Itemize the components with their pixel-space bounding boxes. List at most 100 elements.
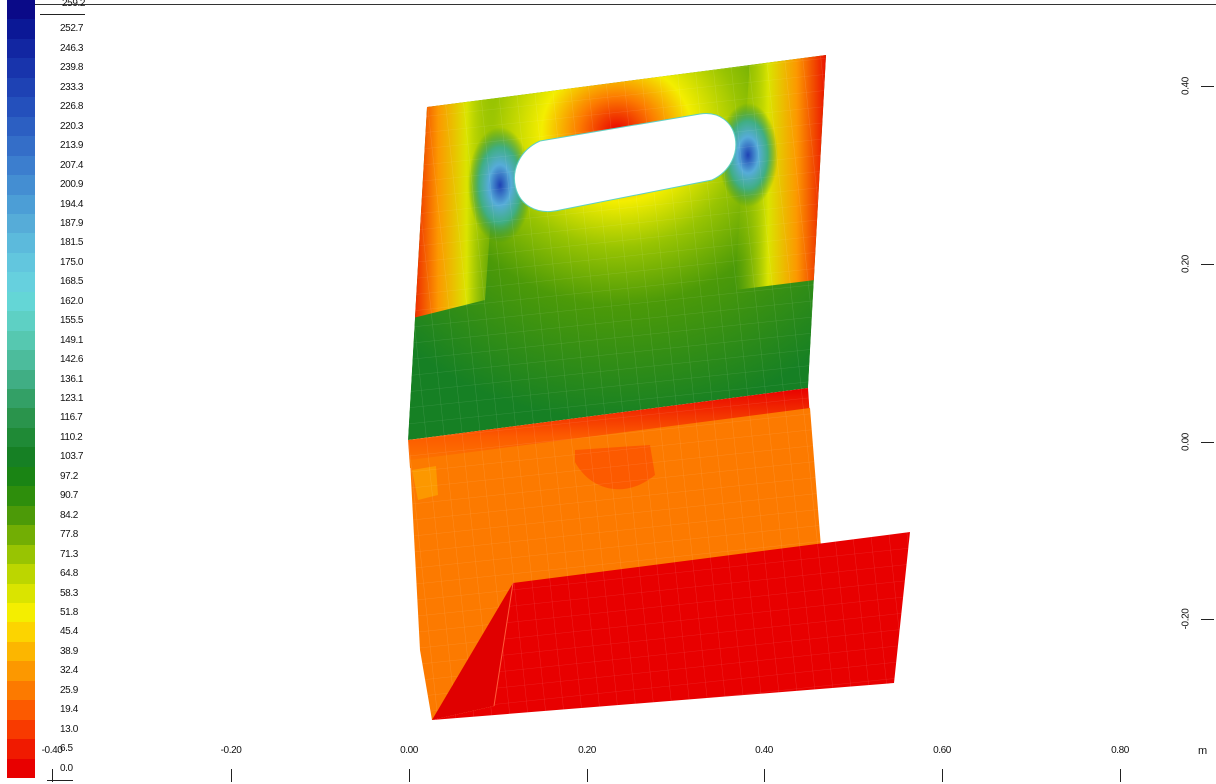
legend-label: 136.1 — [60, 373, 84, 385]
legend-swatch — [7, 739, 35, 760]
legend-swatch — [7, 447, 35, 468]
legend-label: 149.1 — [60, 334, 84, 346]
x-tick-label: 0.60 — [933, 745, 951, 756]
legend-label: 226.8 — [60, 101, 84, 113]
legend-swatch — [7, 38, 35, 59]
legend-label: 90.7 — [60, 490, 78, 502]
legend-swatch — [7, 233, 35, 254]
slot-hole — [514, 113, 737, 213]
legend-swatch — [7, 427, 35, 448]
legend-swatch — [7, 194, 35, 215]
x-tick-label: 0.00 — [400, 745, 418, 756]
x-tick-mark — [1120, 769, 1121, 782]
x-tick-label: 0.20 — [578, 745, 596, 756]
legend-swatch — [7, 19, 35, 40]
x-tick-mark — [587, 769, 588, 782]
legend-swatch — [7, 330, 35, 351]
legend-label: 233.3 — [60, 81, 84, 93]
legend-label: 25.9 — [60, 684, 78, 696]
legend-swatch — [7, 213, 35, 234]
legend-label: 220.3 — [60, 120, 84, 132]
legend-swatch — [7, 272, 35, 293]
legend-swatch — [7, 583, 35, 604]
legend-swatch — [7, 622, 35, 643]
x-tick-label: -0.20 — [220, 745, 242, 756]
folded-flange — [432, 532, 910, 720]
legend-swatch — [7, 175, 35, 195]
y-tick-mark — [1201, 86, 1214, 87]
legend-swatch — [7, 311, 35, 332]
x-tick-mark — [409, 769, 410, 782]
legend-bottom-rule — [47, 780, 73, 781]
legend-label: 259.2 — [62, 0, 86, 9]
x-tick-label: 0.80 — [1111, 745, 1129, 756]
legend-swatch — [7, 389, 35, 409]
legend-label: 84.2 — [60, 509, 78, 521]
legend-label: 142.6 — [60, 354, 84, 366]
legend-label: 116.7 — [60, 412, 83, 424]
legend-swatch — [7, 0, 35, 20]
legend-swatch — [7, 719, 35, 740]
legend-label: 181.5 — [60, 237, 84, 249]
x-tick-label: 0.40 — [755, 745, 773, 756]
x-tick-mark — [764, 769, 765, 782]
legend-label: 97.2 — [60, 470, 78, 482]
legend-label: 51.8 — [60, 606, 78, 618]
legend-label: 71.3 — [60, 548, 78, 560]
legend-label: 168.5 — [60, 276, 84, 288]
y-tick-label: 0.00 — [1180, 433, 1192, 451]
frame-top-border — [34, 4, 1216, 5]
legend-swatch — [7, 97, 35, 118]
legend-swatch — [7, 544, 35, 565]
legend-swatch — [7, 525, 35, 546]
legend-swatch — [7, 155, 35, 176]
legend-label: 200.9 — [60, 179, 84, 191]
upper-plate — [408, 55, 826, 440]
legend-label: 252.7 — [60, 23, 84, 35]
legend-swatch — [7, 486, 35, 507]
x-tick-mark — [52, 769, 53, 782]
legend-swatch — [7, 350, 35, 371]
legend-label: 187.9 — [60, 217, 84, 229]
legend-label: 45.4 — [60, 626, 78, 638]
y-tick-label: 0.40 — [1180, 77, 1192, 95]
legend-label: 38.9 — [60, 645, 78, 657]
legend-label: 32.4 — [60, 665, 78, 677]
legend-label: 64.8 — [60, 568, 78, 580]
legend-top-rule — [40, 14, 85, 15]
legend-label: 194.4 — [60, 198, 84, 210]
legend-swatch — [7, 252, 35, 273]
x-tick-mark — [942, 769, 943, 782]
legend-label: 213.9 — [60, 140, 84, 152]
legend-label: 239.8 — [60, 62, 84, 74]
legend-swatch — [7, 700, 35, 721]
legend-label: 6.5 — [60, 743, 73, 755]
legend-swatch — [7, 408, 35, 429]
legend-label: 19.4 — [60, 704, 78, 716]
legend-label: 0.0 — [60, 762, 73, 774]
x-tick-mark — [231, 769, 232, 782]
y-tick-mark — [1201, 264, 1214, 265]
legend-label: 123.1 — [60, 393, 84, 404]
y-tick-mark — [1201, 442, 1214, 443]
y-tick-label: 0.20 — [1180, 255, 1192, 273]
legend-label: 155.5 — [60, 315, 84, 327]
legend-label: 103.7 — [60, 451, 84, 463]
legend-label: 13.0 — [60, 723, 78, 735]
legend-swatch — [7, 466, 35, 487]
legend-swatch — [7, 369, 35, 390]
legend-swatch — [7, 602, 35, 623]
legend-label: 77.8 — [60, 529, 78, 541]
x-tick-label: -0.40 — [41, 745, 63, 756]
legend-swatch — [7, 661, 35, 682]
legend-swatch — [7, 641, 35, 662]
legend-swatch — [7, 291, 35, 312]
legend-swatch — [7, 680, 35, 701]
legend-label: 58.3 — [60, 587, 78, 599]
y-tick-label: -0.20 — [1180, 608, 1192, 630]
legend-swatch — [7, 116, 35, 137]
x-axis-unit: m — [1198, 745, 1208, 757]
legend-swatch — [7, 758, 35, 779]
